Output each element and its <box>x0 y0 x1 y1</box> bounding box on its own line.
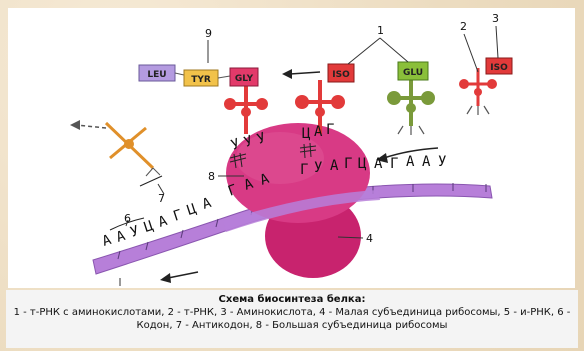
label-4: 4 <box>366 232 373 245</box>
label-2: 2 <box>460 20 467 33</box>
base-letter: У <box>314 160 322 176</box>
label-8: 8 <box>208 170 215 183</box>
aa-leu-box: LEU <box>139 65 175 81</box>
label-6: 6 <box>124 212 131 225</box>
base-letter: А <box>156 213 170 231</box>
caption-title: Схема биосинтеза белка: <box>6 293 578 306</box>
aa-gly-box: GLY <box>230 68 258 86</box>
base-letter: Ц <box>185 201 199 219</box>
trna-gly <box>224 84 268 134</box>
figure-caption: Схема биосинтеза белка: 1 - т-РНК с амин… <box>6 290 578 348</box>
aa-tyr-box: TYR <box>184 70 218 86</box>
base-letter: А <box>374 156 383 172</box>
label-9: 9 <box>205 27 212 40</box>
aa-iso2-label: ISO <box>490 63 508 73</box>
base-letter: Ц <box>302 126 311 142</box>
aa-glu-box: GLU <box>398 62 428 80</box>
caption-line-1: 1 - т-РНК с аминокислотами, 2 - т-РНК, 3… <box>6 306 578 319</box>
trna-detached <box>106 123 160 176</box>
base-letter: Г <box>300 162 308 178</box>
trna-glu <box>387 76 435 135</box>
base-letter: Г <box>326 122 334 138</box>
base-letter: А <box>330 158 339 174</box>
base-letter: Г <box>390 156 398 172</box>
aa-iso-box-1: ISO <box>328 64 354 82</box>
base-letter: А <box>314 124 323 140</box>
base-letter: Г <box>171 207 184 225</box>
aa-iso1-label: ISO <box>332 70 350 80</box>
base-letter: А <box>406 154 415 170</box>
aa-leu-label: LEU <box>147 70 166 80</box>
label-3: 3 <box>492 12 499 25</box>
base-letter: Ц <box>142 218 156 236</box>
base-letter: А <box>100 232 114 250</box>
label-1: 1 <box>377 24 384 37</box>
base-letter: А <box>114 228 128 246</box>
trna-iso-right <box>459 68 497 115</box>
base-letter: У <box>128 223 141 241</box>
arrow-bottom <box>160 272 198 283</box>
base-letter: У <box>438 154 446 170</box>
aa-iso-box-2: ISO <box>486 58 512 74</box>
base-letter: А <box>422 154 431 170</box>
base-letter: Г <box>344 156 352 172</box>
aa-glu-label: GLU <box>403 68 423 78</box>
exit-arrow <box>70 120 106 130</box>
label-7: 7 <box>158 192 165 205</box>
base-letter: Ц <box>358 156 367 172</box>
aa-tyr-label: TYR <box>191 75 211 85</box>
caption-line-2: Кодон, 7 - Антикодон, 8 - Большая субъед… <box>6 319 578 332</box>
aa-gly-label: GLY <box>235 74 254 84</box>
arrow-top <box>282 69 320 79</box>
base-letter: А <box>200 195 214 213</box>
